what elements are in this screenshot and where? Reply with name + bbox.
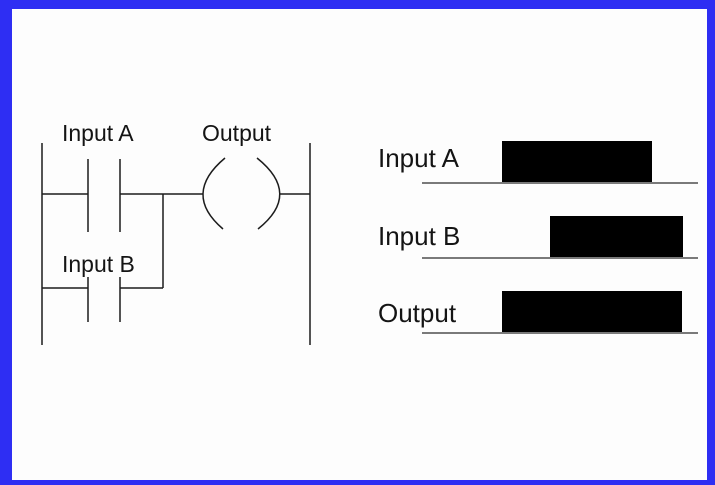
signal-baseline (422, 257, 698, 259)
coil-arc-left (202, 157, 226, 230)
signal-high-bar (502, 291, 682, 332)
signal-baseline (422, 182, 698, 184)
slide-canvas: Input A Output Input B Input A Input B O… (12, 9, 707, 480)
signal-baseline (422, 332, 698, 334)
ladder-diagram (41, 143, 311, 345)
signal-timeline (422, 141, 698, 184)
signal-label: Output (378, 298, 457, 328)
signal-label: Input B (378, 221, 461, 251)
ladder-label-input-b: Input B (62, 251, 135, 277)
signal-timeline (422, 216, 698, 259)
coil-arc-right (256, 157, 281, 230)
signal-label: Input A (378, 143, 459, 173)
signal-high-bar (502, 141, 652, 182)
signal-high-bar (550, 216, 684, 257)
signal-timeline (422, 291, 698, 334)
ladder-label-output: Output (202, 120, 272, 146)
ladder-label-input-a: Input A (62, 120, 134, 146)
